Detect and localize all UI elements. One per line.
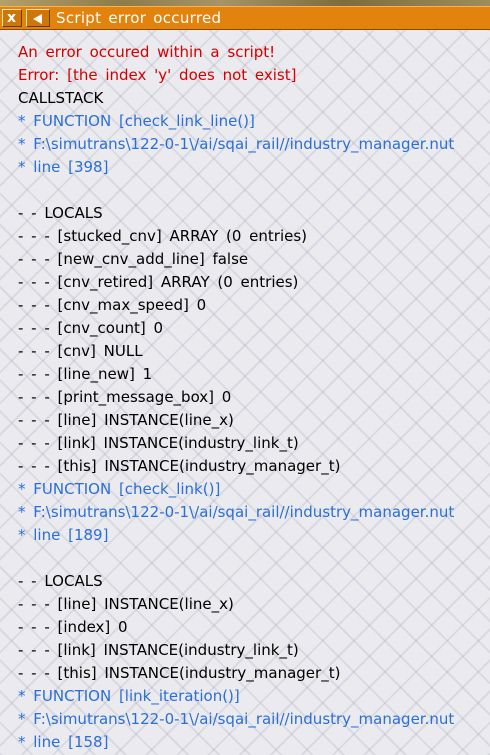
message-line: * line [189] (18, 526, 109, 544)
message-line: - - - [this] INSTANCE(industry_manager_t… (18, 664, 341, 682)
message-line: - - - [this] INSTANCE(industry_manager_t… (18, 457, 341, 475)
message-line: * F:\simutrans\122-0-1\/ai/sqai_rail//in… (18, 503, 455, 521)
message-line: * F:\simutrans\122-0-1\/ai/sqai_rail//in… (18, 135, 455, 153)
message-line: - - - [index] 0 (18, 618, 128, 636)
background-game-strip (0, 0, 490, 6)
message-line: * F:\simutrans\122-0-1\/ai/sqai_rail//in… (18, 710, 455, 728)
message-line: - - - [print_message_box] 0 (18, 388, 232, 406)
message-line: * line [158] (18, 733, 109, 751)
message-line: * line [398] (18, 158, 109, 176)
message-body[interactable]: An error occured within a script! Error: … (0, 30, 490, 755)
message-line: - - - [link] INSTANCE(industry_link_t) (18, 434, 299, 452)
message-line: * FUNCTION [check_link()] (18, 480, 221, 498)
message-line (18, 179, 488, 202)
message-line: - - - [cnv_max_speed] 0 (18, 296, 207, 314)
message-line: - - - [line_new] 1 (18, 365, 153, 383)
message-line (18, 547, 488, 570)
message-line: - - - [cnv_retired] ARRAY (0 entries) (18, 273, 299, 291)
message-line: - - - [cnv_count] 0 (18, 319, 164, 337)
message-line: - - - [new_cnv_add_line] false (18, 250, 249, 268)
message-line: - - LOCALS (18, 572, 103, 590)
collapse-arrow-icon (33, 14, 42, 24)
message-line: - - - [line] INSTANCE(line_x) (18, 595, 234, 613)
message-line: - - LOCALS (18, 204, 103, 222)
message-line: - - - [cnv] NULL (18, 342, 143, 360)
close-icon: x (7, 10, 17, 26)
message-line: - - - [link] INSTANCE(industry_link_t) (18, 641, 299, 659)
window-title: Script error occurred (56, 9, 222, 27)
message-line: * FUNCTION [check_link_line()] (18, 112, 255, 130)
message-line: - - - [stucked_cnv] ARRAY (0 entries) (18, 227, 308, 245)
message-line: - - - [line] INSTANCE(line_x) (18, 411, 234, 429)
close-button[interactable]: x (2, 9, 22, 27)
message-line: CALLSTACK (18, 89, 104, 107)
error-text-lines: An error occured within a script! Error: … (18, 41, 488, 754)
message-line: * FUNCTION [link_iteration()] (18, 687, 240, 705)
collapse-button[interactable] (26, 9, 50, 27)
title-bar[interactable]: x Script error occurred (0, 6, 490, 30)
message-line: Error: [the index 'y' does not exist] (18, 66, 297, 84)
message-line: An error occured within a script! (18, 43, 276, 61)
